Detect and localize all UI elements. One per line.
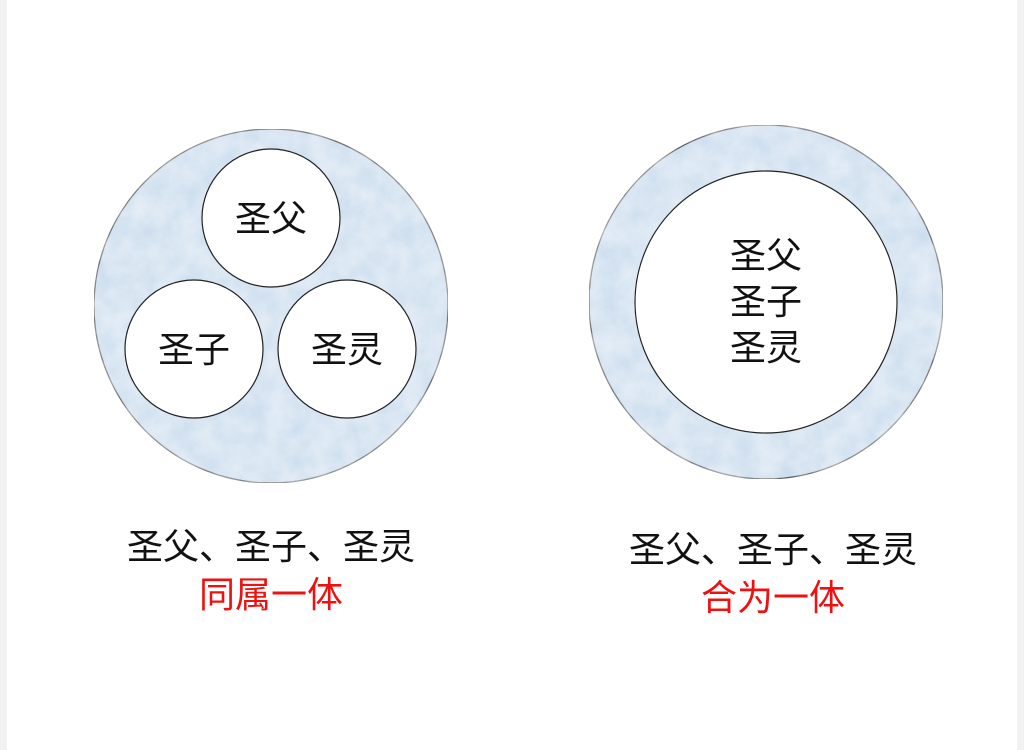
label-son: 圣子	[729, 282, 802, 323]
label-father: 圣父	[729, 236, 802, 277]
right-caption-line1: 圣父、圣子、圣灵	[628, 530, 917, 571]
left-caption-line1: 圣父、圣子、圣灵	[126, 527, 415, 568]
right-inner-labels: 圣父 圣子 圣灵	[706, 234, 826, 372]
left-left-inner-circle	[124, 279, 264, 419]
label-son: 圣子	[157, 330, 230, 371]
label-spirit: 圣灵	[729, 328, 802, 369]
left-caption: 圣父、圣子、圣灵 同属一体	[96, 524, 446, 620]
left-caption-line2: 同属一体	[198, 575, 343, 616]
label-father: 圣父	[234, 199, 307, 240]
label-spirit: 圣灵	[310, 330, 383, 371]
right-caption-line2: 合为一体	[700, 578, 845, 619]
left-top-inner-circle	[201, 148, 341, 288]
right-inner-circle	[634, 170, 898, 434]
left-right-inner-circle	[277, 279, 417, 419]
right-caption: 圣父、圣子、圣灵 合为一体	[598, 527, 948, 623]
